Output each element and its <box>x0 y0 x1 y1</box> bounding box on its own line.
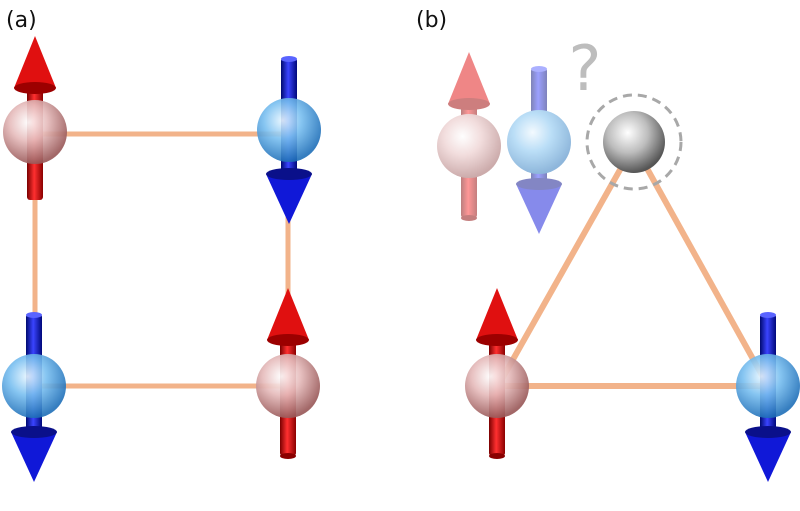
ghost-spin-down <box>507 66 571 234</box>
question-mark: ? <box>569 32 602 105</box>
frustrated-spin-sphere <box>603 111 665 173</box>
spin-down-bottom-right-b <box>736 312 800 482</box>
spin-down-bottom-left <box>2 312 66 482</box>
frustration-ring <box>585 93 683 191</box>
spin-up-bottom-left-b <box>465 288 529 459</box>
panel-b-label: (b) <box>416 8 448 33</box>
ghost-spin-up <box>437 52 501 221</box>
spin-down-top-right <box>257 56 321 224</box>
spin-up-bottom-right <box>256 288 320 459</box>
frustrated-site <box>585 93 683 191</box>
bond-b-left <box>495 143 637 388</box>
spin-up-top-left <box>3 36 67 200</box>
panel-a <box>2 36 321 482</box>
panel-b: ? <box>437 32 800 482</box>
bond-b-right <box>631 143 771 388</box>
panel-a-label: (a) <box>6 8 37 33</box>
